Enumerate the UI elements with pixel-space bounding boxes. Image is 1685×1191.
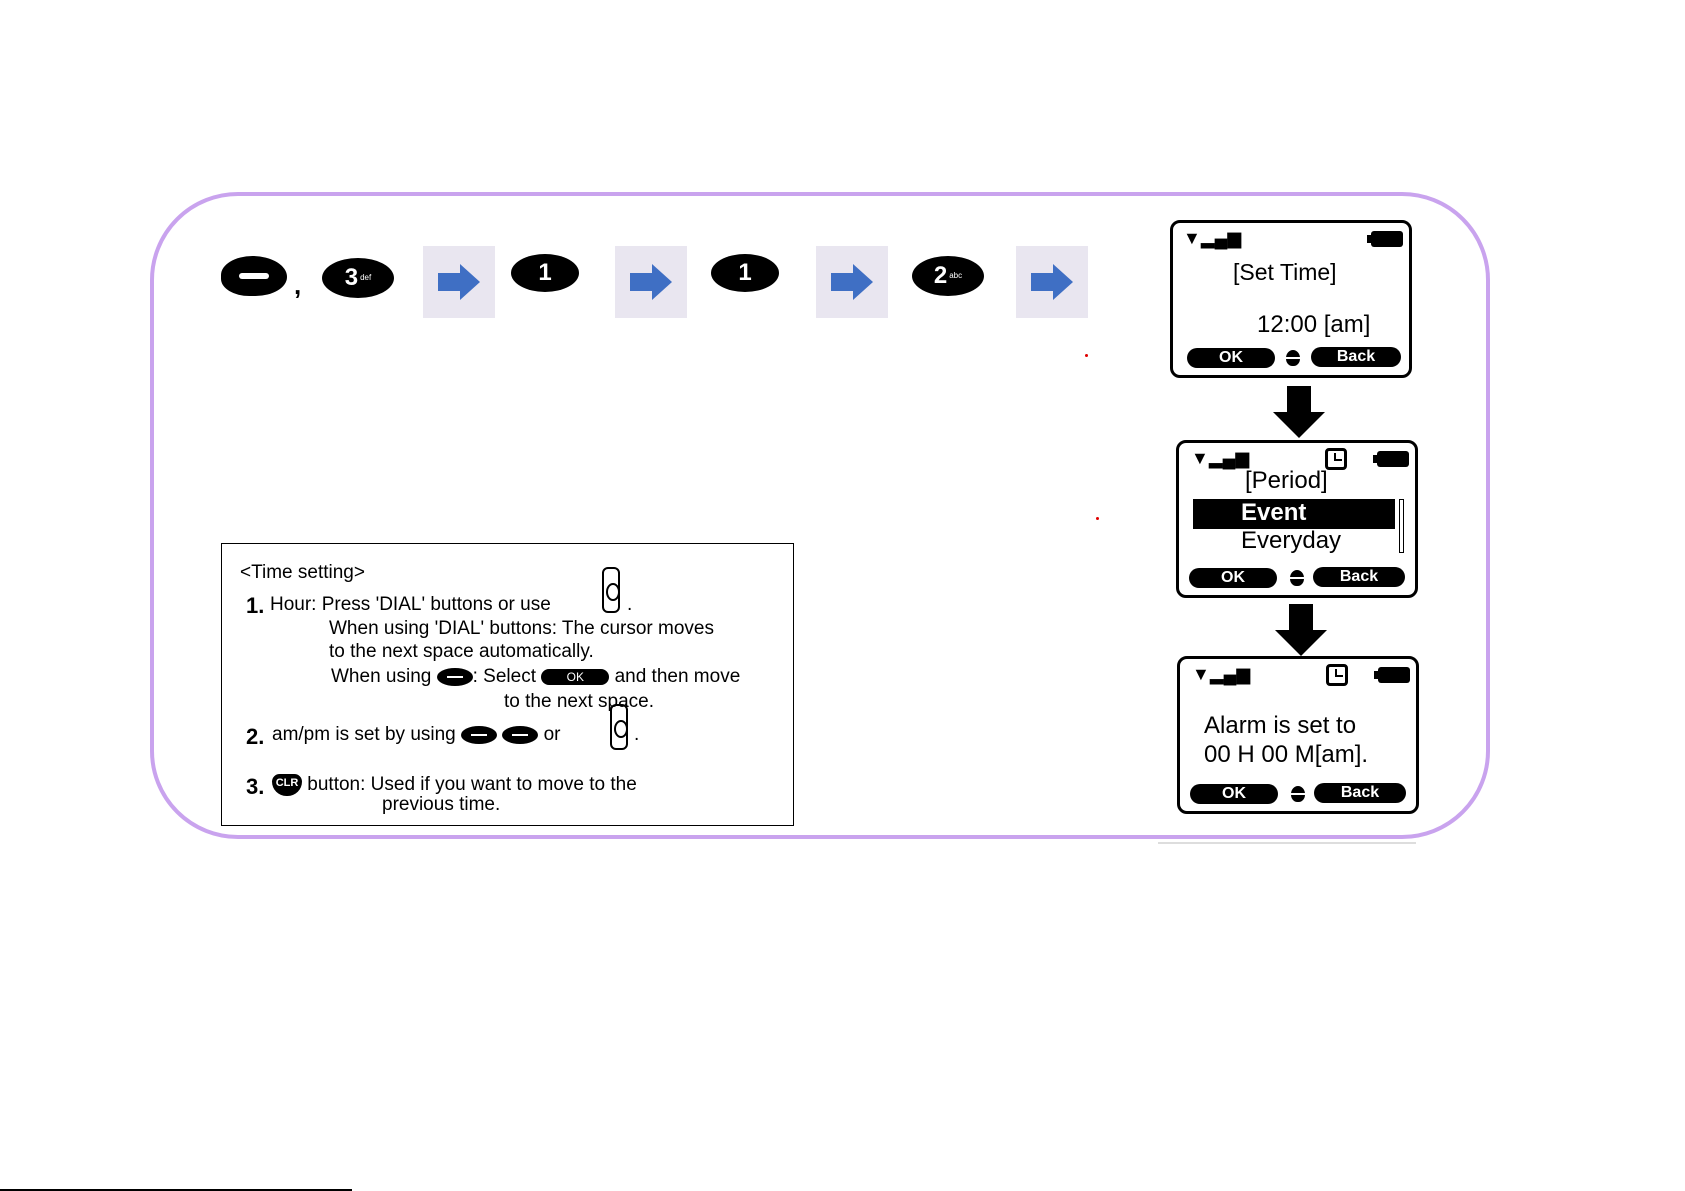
instructions-title: <Time setting>	[240, 562, 365, 583]
footer-rule	[1158, 842, 1416, 844]
menu-key-icon	[221, 256, 287, 296]
key-2-sub: abc	[949, 271, 963, 280]
step-1-when: When using : Select OK and then move	[331, 666, 740, 688]
step-1-dial: When using 'DIAL' buttons: The cursor mo…	[329, 618, 714, 639]
set-time-title: [Set Time]	[1233, 259, 1337, 285]
clock-icon	[1326, 664, 1348, 686]
key-2-label: 2	[933, 262, 948, 289]
ok-softkey[interactable]: OK	[1187, 348, 1275, 368]
alarm-confirm-screen: ▼▂▄▆ Alarm is set to 00 H 00 M[am]. OK B…	[1177, 656, 1419, 814]
confirm-line-1: Alarm is set to	[1204, 712, 1357, 739]
battery-icon	[1367, 231, 1403, 247]
left-key-icon	[461, 725, 498, 744]
step-3-number: 3.	[246, 774, 265, 799]
step-3-cont: previous time.	[382, 794, 501, 815]
battery-icon	[1374, 667, 1410, 683]
right-arrow-icon	[1016, 246, 1088, 318]
step-2-text: am/pm is set by using or	[272, 724, 561, 746]
right-arrow-icon	[615, 246, 687, 318]
step-1-when-label: When using	[331, 666, 432, 687]
ok-softkey-icon: OK	[541, 668, 610, 685]
nav-key-icon	[602, 567, 620, 613]
back-softkey[interactable]: Back	[1314, 783, 1406, 803]
right-key-icon	[502, 725, 539, 744]
step-1-auto: to the next space automatically.	[329, 641, 594, 662]
key-3-sub: def	[360, 273, 372, 282]
period-item-event[interactable]: Event	[1241, 499, 1307, 526]
right-arrow-icon	[816, 246, 888, 318]
step-1-text: Hour: Press 'DIAL' buttons or use	[270, 594, 551, 615]
step-2-or: or	[543, 724, 561, 745]
down-arrow-icon	[1271, 386, 1327, 443]
ok-softkey[interactable]: OK	[1189, 568, 1277, 588]
period-item-everyday[interactable]: Everyday	[1241, 527, 1342, 554]
center-key-icon	[1291, 786, 1305, 802]
page-bottom-rule	[0, 1189, 352, 1191]
clock-icon	[1325, 448, 1347, 470]
step-1-period: .	[627, 594, 633, 615]
menu-key-icon	[436, 667, 473, 686]
battery-icon	[1373, 451, 1409, 467]
period-screen: ▼▂▄▆ [Period] Event Everyday OK Back	[1176, 440, 1418, 598]
signal-icon: ▼▂▄▆	[1192, 664, 1251, 684]
center-key-icon	[1290, 570, 1304, 586]
step-1-select-label: : Select	[472, 666, 536, 687]
sequence-comma: ,	[294, 270, 302, 300]
key-1-icon: 1	[711, 254, 779, 292]
back-softkey[interactable]: Back	[1313, 567, 1405, 587]
nav-key-icon	[610, 704, 628, 750]
red-dot-mark	[1085, 354, 1088, 357]
right-arrow-icon	[423, 246, 495, 318]
center-key-icon	[1286, 350, 1300, 366]
content-frame	[150, 192, 1490, 839]
period-title: [Period]	[1245, 467, 1328, 494]
scrollbar[interactable]	[1399, 499, 1404, 553]
step-1-number: 1.	[246, 593, 265, 618]
step-2-period: .	[634, 724, 640, 745]
step-1-next: to the next space.	[504, 691, 654, 712]
confirm-line-2: 00 H 00 M[am].	[1204, 741, 1369, 768]
key-1-label: 1	[538, 259, 552, 286]
time-setting-instructions: <Time setting> 1. Hour: Press 'DIAL' but…	[221, 543, 794, 826]
step-3-label: button: Used if you want to move to the	[307, 774, 637, 796]
key-1-icon: 1	[511, 254, 579, 292]
step-2-label: am/pm is set by using	[272, 724, 456, 745]
clr-key-icon: CLR	[272, 774, 302, 796]
key-1-label: 1	[738, 259, 752, 286]
back-softkey[interactable]: Back	[1311, 347, 1401, 367]
step-3-text: CLR button: Used if you want to move to …	[272, 774, 637, 796]
set-time-screen: ▼▂▄▆ [Set Time] 12:00 [am] OK Back	[1170, 220, 1412, 378]
ok-softkey[interactable]: OK	[1190, 784, 1278, 804]
signal-icon: ▼▂▄▆	[1191, 448, 1250, 468]
signal-icon: ▼▂▄▆	[1183, 228, 1242, 248]
down-arrow-icon	[1273, 604, 1329, 661]
red-dot-mark	[1096, 517, 1099, 520]
step-2-number: 2.	[246, 724, 265, 749]
selected-item-highlight	[1193, 499, 1395, 529]
key-3-label: 3	[344, 264, 359, 291]
set-time-value: 12:00 [am]	[1257, 311, 1371, 338]
step-1-move-label: and then move	[614, 666, 741, 687]
